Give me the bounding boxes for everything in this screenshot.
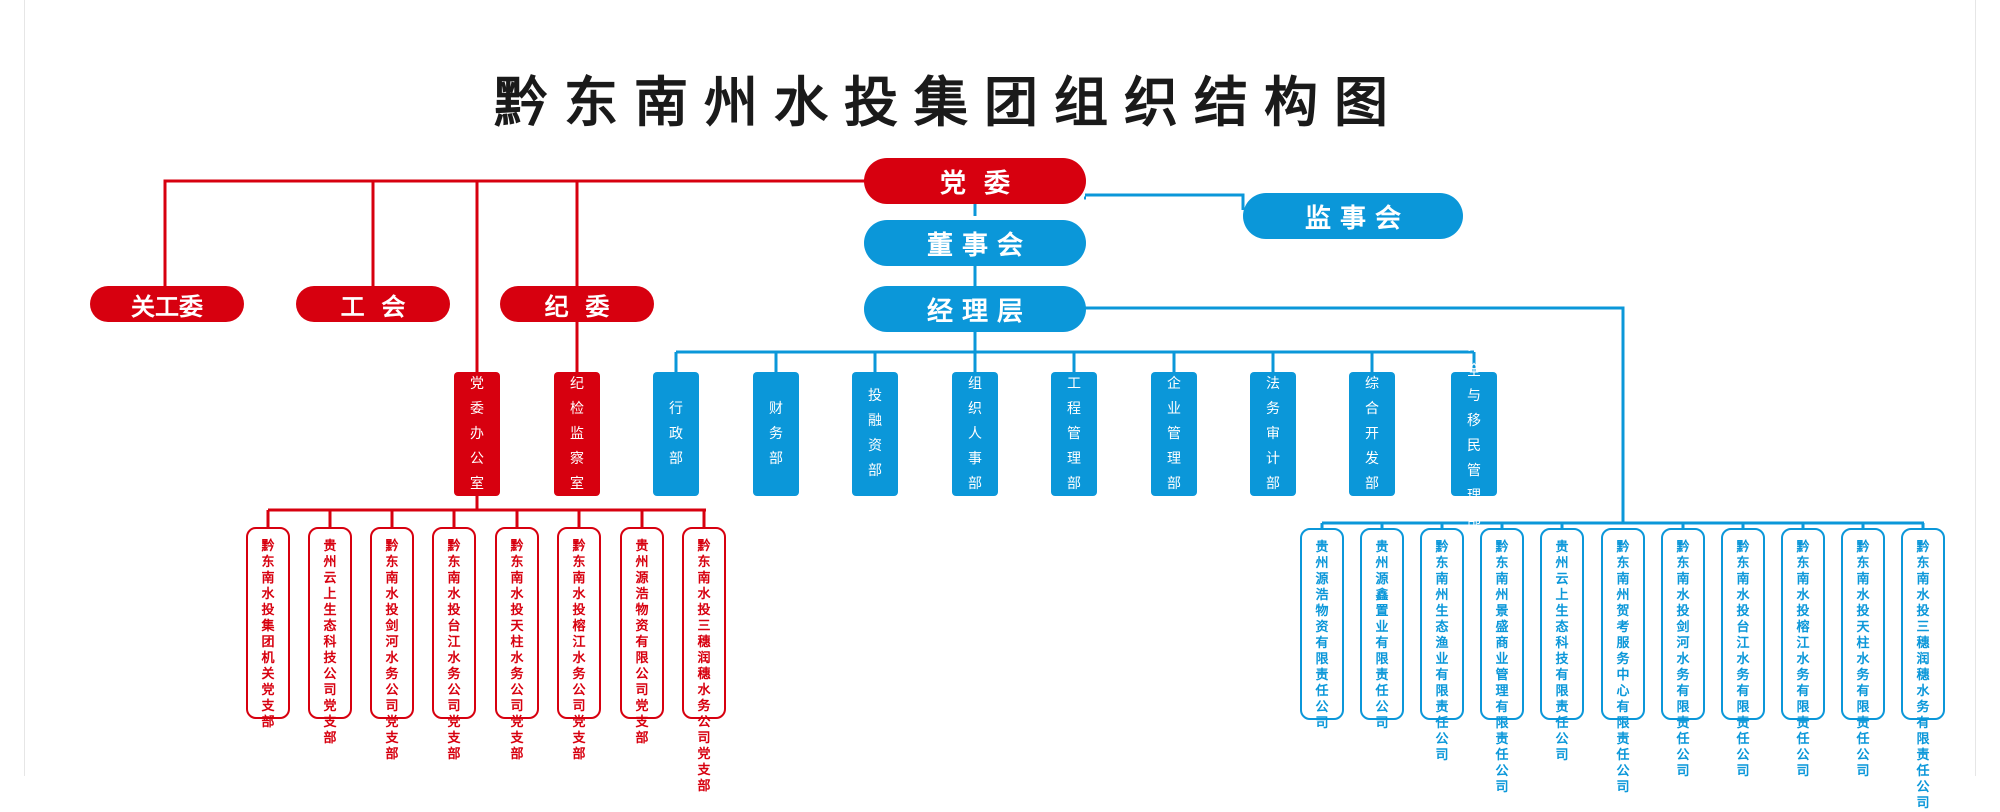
dept-engineering: 工程管理部 bbox=[1051, 372, 1097, 496]
board-of-directors-node: 董 事 会 bbox=[864, 220, 1086, 266]
guangong-committee-node: 关工委 bbox=[90, 286, 244, 322]
subsidiary-company-box: 黔东南州景盛商业管理有限责任公司 bbox=[1480, 528, 1524, 795]
party-branch-box: 黔东南水投三穗润穗水务公司党支部 bbox=[682, 527, 726, 794]
party-branch-box: 黔东南水投天柱水务公司党支部 bbox=[495, 527, 539, 762]
dept-enterprise-management: 企业管理部 bbox=[1151, 372, 1197, 496]
party-branch-box: 贵州云上生态科技公司党支部 bbox=[308, 527, 352, 746]
subsidiary-company-box: 贵州云上生态科技有限责任公司 bbox=[1540, 528, 1584, 763]
management-node: 经 理 层 bbox=[864, 286, 1086, 332]
party-branch-box: 黔东南水投集团机关党支部 bbox=[246, 527, 290, 730]
party-office-dept: 党委办公室 bbox=[454, 372, 500, 496]
subsidiary-company-box: 黔东南州生态渔业有限责任公司 bbox=[1420, 528, 1464, 763]
subsidiary-company-box: 黔东南州贺考服务中心有限责任公司 bbox=[1601, 528, 1645, 795]
party-branch-box: 贵州源浩物资有限公司党支部 bbox=[620, 527, 664, 746]
dept-finance: 财务部 bbox=[753, 372, 799, 496]
party-branch-box: 黔东南水投剑河水务公司党支部 bbox=[370, 527, 414, 762]
trade-union-node: 工 会 bbox=[296, 286, 450, 322]
subsidiary-company-box: 贵州源鑫置业有限责任公司 bbox=[1360, 528, 1404, 731]
party-branch-box: 黔东南水投榕江水务公司党支部 bbox=[557, 527, 601, 762]
party-branch-box: 黔东南水投台江水务公司党支部 bbox=[432, 527, 476, 762]
supervisory-board-node: 监 事 会 bbox=[1243, 193, 1463, 239]
dept-legal-audit: 法务审计部 bbox=[1250, 372, 1296, 496]
subsidiary-company-box: 黔东南水投榕江水务有限责任公司 bbox=[1781, 528, 1825, 779]
dept-investment-financing: 投融资部 bbox=[852, 372, 898, 496]
dept-safety-resettlement: 安全与移民管理部 bbox=[1451, 338, 1497, 529]
party-committee-node: 党 委 bbox=[864, 158, 1086, 204]
connector-lines bbox=[163, 179, 1925, 528]
chart-title: 黔东南州水投集团组织结构图 bbox=[494, 71, 1404, 134]
discipline-inspection-dept: 纪检监察室 bbox=[554, 372, 600, 496]
dept-comprehensive-development: 综合开发部 bbox=[1349, 372, 1395, 496]
subsidiary-company-box: 贵州源浩物资有限责任公司 bbox=[1300, 528, 1344, 731]
subsidiary-company-box: 黔东南水投三穗润穗水务有限责任公司 bbox=[1901, 528, 1945, 811]
chart-frame bbox=[24, 0, 1976, 776]
discipline-committee-node: 纪 委 bbox=[500, 286, 654, 322]
subsidiary-company-box: 黔东南水投台江水务有限责任公司 bbox=[1721, 528, 1765, 779]
subsidiary-company-box: 黔东南水投天柱水务有限责任公司 bbox=[1841, 528, 1885, 779]
dept-admin: 行政部 bbox=[653, 372, 699, 496]
subsidiary-company-box: 黔东南水投剑河水务有限责任公司 bbox=[1661, 528, 1705, 779]
dept-hr: 组织人事部 bbox=[952, 372, 998, 496]
